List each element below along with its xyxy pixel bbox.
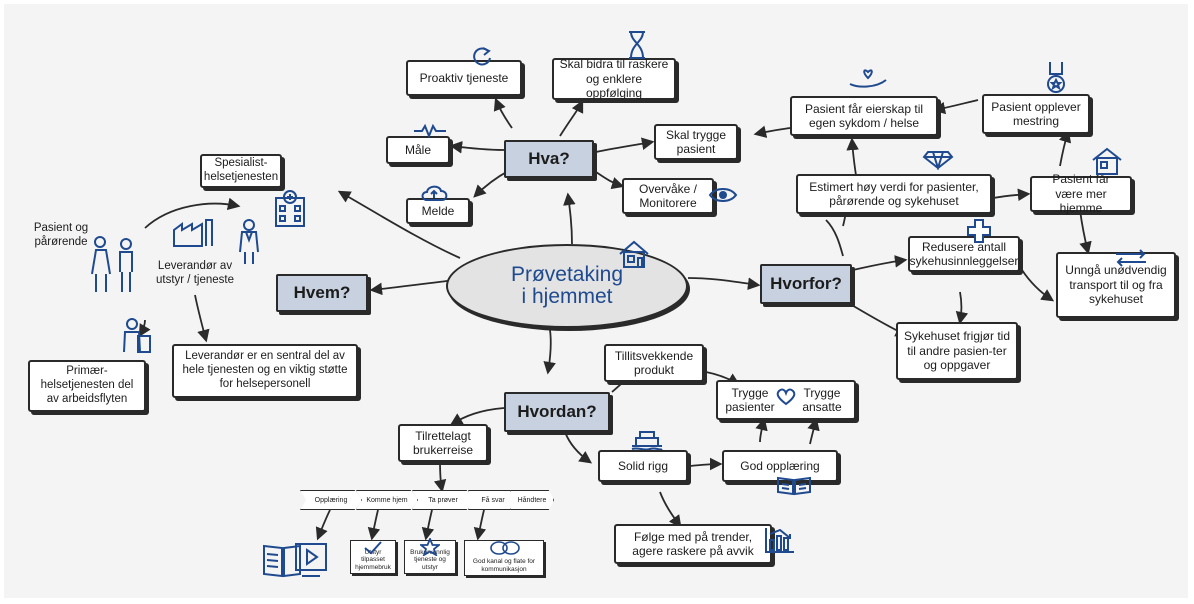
mer-hjemme-box: Pasient får være mer hjemme: [1030, 172, 1132, 215]
redusere-box: Redusere antall sykehusinnleggelser: [908, 236, 1020, 272]
central-topic: Prøvetaking i hjemmet: [446, 244, 688, 328]
hand-heart-icon: [849, 69, 887, 88]
doctor-icon: [239, 219, 259, 264]
tilrettelagt-box: Tilrettelagt brukerreise: [398, 424, 488, 462]
refresh-icon: [473, 47, 491, 66]
rig-icon: [631, 431, 663, 450]
trygge-ansatte-label: Trygge ansatte: [802, 385, 842, 414]
male-box: Måle: [386, 136, 450, 164]
solid-rigg-box: Solid rigg: [598, 450, 688, 482]
leverandor-sentral-box: Leverandør er en sentral del av hele tje…: [172, 344, 358, 398]
overvake-box: Overvåke / Monitorere: [622, 178, 714, 214]
leverandor-utstyr-label: Leverandør av utstyr / tjeneste: [156, 260, 234, 286]
home-icon: [1092, 147, 1122, 175]
header-hva: Hva?: [504, 140, 594, 178]
trygge-pasienter-label: Trygge pasienter: [725, 385, 775, 414]
trygge-box: Trygge pasienter Trygge ansatte: [716, 380, 856, 420]
cloud-upload-icon: [421, 185, 448, 201]
heart-icon: [776, 388, 796, 406]
raskere-box: Skal bidra til raskere og enklere oppføl…: [552, 57, 676, 100]
central-topic-line2: i hjemmet: [521, 285, 613, 308]
house-icon: [619, 240, 649, 268]
star-icon: [420, 538, 440, 556]
bar-chart-icon: [765, 528, 794, 553]
header-hvem: Hvem?: [276, 274, 368, 312]
hourglass-icon: [629, 31, 645, 59]
training-screen-icon: [263, 543, 327, 578]
spesialist-box: Spesialist-helsetjenesten: [200, 154, 282, 188]
tillit-box: Tillitsvekkende produkt: [604, 344, 704, 382]
header-hvorfor: Hvorfor?: [760, 264, 852, 304]
clipboard-person-icon: [123, 318, 151, 353]
diamond-icon: [922, 151, 954, 170]
god-opplaering-box: God opplæring: [722, 450, 838, 482]
folge-med-box: Følge med på trender, agere raskere på a…: [614, 524, 772, 564]
two-way-arrows-icon: [1116, 249, 1146, 267]
eierskap-box: Pasient får eierskap til egen sykdom / h…: [790, 96, 938, 136]
eye-icon: [708, 188, 738, 202]
central-topic-line1: Prøvetaking: [510, 262, 624, 286]
trygge-pasient-box: Skal trygge pasient: [654, 124, 738, 160]
check-icon: [364, 541, 382, 555]
people-icon: [91, 236, 133, 292]
hoy-verdi-box: Estimert høy verdi for pasienter, pårøre…: [796, 174, 992, 214]
medical-cross-icon: [967, 219, 991, 243]
pasient-parorende-label: Pasient og pårørende: [33, 222, 89, 248]
journey-step-1: Opplæring: [300, 490, 362, 510]
proaktiv-box: Proaktiv tjeneste: [406, 60, 522, 96]
frigjor-box: Sykehuset frigjør tid til andre pasien-t…: [896, 322, 1018, 380]
journey-step-5: Håndtere: [510, 490, 554, 510]
book-icon: [777, 476, 811, 496]
pulse-icon: [414, 124, 446, 138]
factory-icon: [173, 219, 213, 247]
header-hvordan: Hvordan?: [504, 392, 610, 432]
journey-step-3: Ta prøver: [412, 490, 474, 510]
hospital-icon: [275, 190, 305, 227]
chat-icon: [490, 541, 520, 555]
journey-step-4: Få svar: [468, 490, 518, 510]
mestring-box: Pasient opplever mestring: [982, 94, 1090, 134]
medal-icon: [1047, 62, 1065, 93]
journey-step-2: Komme hjem: [356, 490, 418, 510]
primaer-box: Primær-helsetjenesten del av arbeidsflyt…: [28, 360, 146, 412]
